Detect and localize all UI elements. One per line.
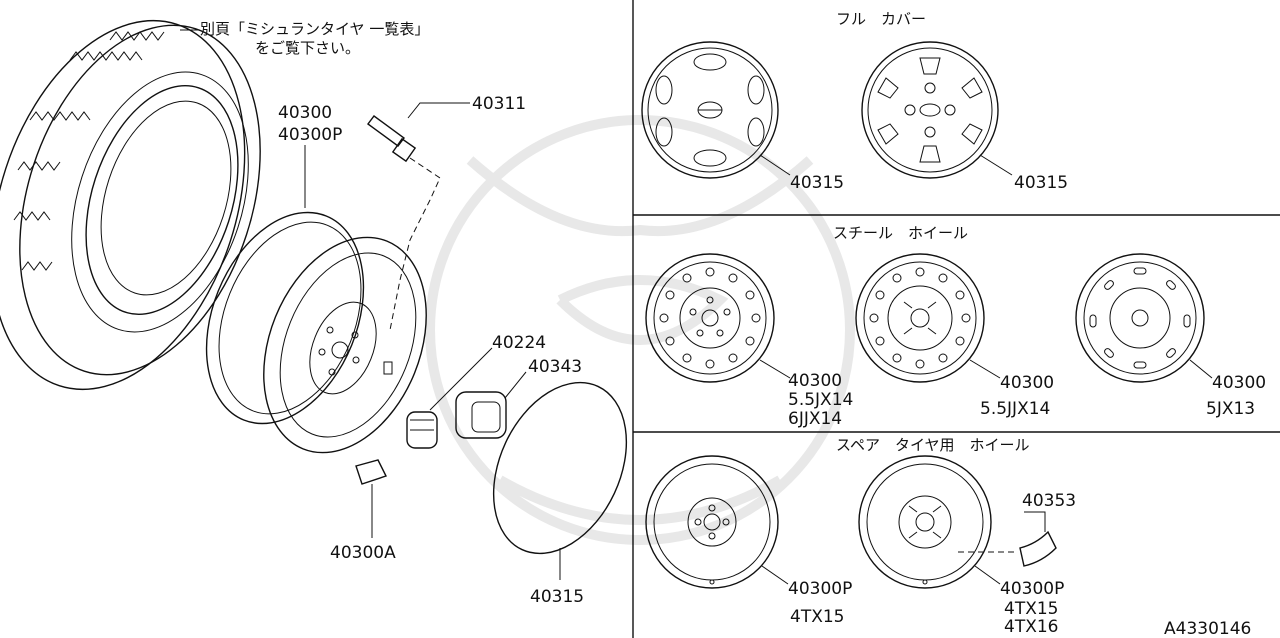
center-cap-part-no: 40353 [1022, 491, 1076, 511]
full-cover-2-leader [979, 154, 1013, 176]
steel-wheel-3-drawing [1075, 253, 1205, 383]
spare-wheel-2-leader [974, 565, 1001, 585]
valve-leader [407, 102, 470, 119]
weight-part-no: 40300A [330, 543, 396, 563]
tire-drawing [0, 19, 261, 391]
nut-drawing [406, 411, 438, 449]
steel-wheel-1-size-2: 6JJX14 [788, 409, 842, 429]
valve-part-no: 40311 [472, 94, 526, 114]
spare-wheel-2-part-no: 40300P [1000, 579, 1064, 599]
section-dividers [632, 0, 1280, 638]
spare-wheel-1-leader [761, 565, 789, 585]
flat-cover-drawing [492, 381, 628, 555]
steel-wheel-1-part-no: 40300 [788, 371, 842, 391]
steel-wheel-3-leader [1189, 359, 1213, 379]
steel-wheel-1-leader [759, 359, 791, 379]
steel-wheel-3-part-no: 40300 [1212, 373, 1266, 393]
flat-cover-part-no: 40315 [530, 587, 584, 607]
watermark-emblem [425, 115, 855, 545]
section-spare-wheel: スペア タイヤ用 ホイール [836, 436, 1030, 454]
diagram-id: A4330146 [1164, 619, 1251, 638]
steel-wheel-3-size: 5JX13 [1206, 399, 1255, 419]
full-cover-1-drawing [641, 41, 779, 179]
spare-wheel-2-size-2: 4TX16 [1004, 617, 1058, 637]
wheel-drawing [205, 211, 427, 454]
steel-wheel-1-drawing [645, 253, 775, 383]
ornament-part-no: 40343 [528, 357, 582, 377]
note-line-1: 別頁「ミシュランタイヤ 一覧表」 [200, 20, 429, 38]
full-cover-2-part-no: 40315 [1014, 173, 1068, 193]
full-cover-1-part-no: 40315 [790, 173, 844, 193]
steel-wheel-2-part-no: 40300 [1000, 373, 1054, 393]
nut-part-no: 40224 [492, 333, 546, 353]
valve-drawing [367, 115, 441, 331]
center-cap-leader [1024, 511, 1046, 532]
spare-wheel-1-drawing [645, 455, 779, 589]
nut-leader [429, 347, 493, 411]
spare-wheel-2-size-1: 4TX15 [1004, 599, 1058, 619]
spare-wheel-1-size: 4TX15 [790, 607, 844, 627]
full-cover-2-drawing [861, 41, 999, 179]
note-line-2: をご覧下さい。 [255, 39, 360, 57]
section-steel-wheel: スチール ホイール [833, 224, 968, 242]
wheel-part-no-p: 40300P [278, 125, 342, 145]
ornament-drawing [455, 391, 507, 439]
full-cover-1-leader [759, 154, 791, 176]
steel-wheel-2-size: 5.5JJX14 [980, 399, 1050, 419]
steel-wheel-2-leader [969, 359, 1001, 379]
weight-drawing [355, 459, 387, 485]
steel-wheel-2-drawing [855, 253, 985, 383]
steel-wheel-1-size-1: 5.5JX14 [788, 390, 853, 410]
wheel-part-no: 40300 [278, 103, 332, 123]
ornament-leader [504, 371, 527, 399]
section-full-cover: フル カバー [836, 10, 926, 28]
spare-wheel-1-part-no: 40300P [788, 579, 852, 599]
spare-wheel-2-drawing [858, 455, 992, 589]
center-cap-drawing [958, 530, 1057, 567]
